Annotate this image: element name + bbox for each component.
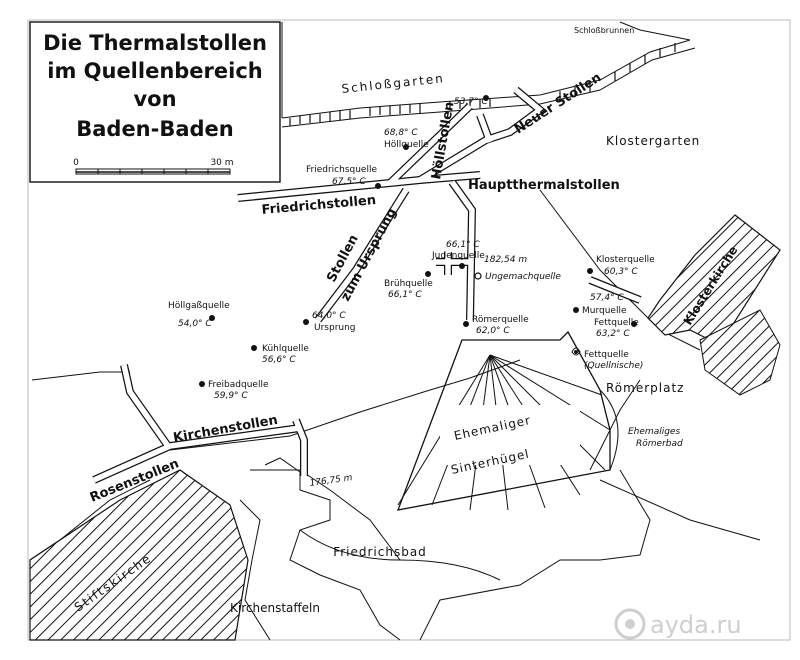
title-line-4: Baden-Baden <box>76 117 234 141</box>
title-line-1: Die Thermalstollen <box>43 31 267 55</box>
label-judenquelle: Judenquelle <box>431 251 485 261</box>
springs: 53,7° C 68,8° C Höllquelle Friedrichsque… <box>168 95 655 489</box>
label-hoellgassquelle: Höllgaßquelle <box>168 301 230 311</box>
label-kirchenstaffeln: Kirchenstaffeln <box>230 601 320 615</box>
label-fettquelle-nische: Fettquelle <box>584 350 629 360</box>
label-friedrichsquelle: Friedrichsquelle <box>306 165 377 175</box>
label-roemerbad-2: Römerbad <box>636 439 683 449</box>
temp-hoellgassquelle: 54,0° C <box>178 319 212 329</box>
label-ungemachquelle: Ungemachquelle <box>485 272 561 282</box>
temp-murquelle: 57,4° C <box>590 293 624 303</box>
title-box: Die Thermalstollen im Quellenbereich von… <box>29 21 281 183</box>
watermark: ayda.ru <box>614 608 742 640</box>
watermark-text: ayda.ru <box>650 611 742 639</box>
scale-bar: 0 30 m <box>73 158 234 175</box>
temp-neuer-stollen: 53,7° C <box>454 97 488 107</box>
klosterkirche-building: Klosterkirche <box>647 214 781 396</box>
label-neuer-stollen: Neuer Stollen <box>512 70 604 137</box>
label-hauptthermalstollen: Hauptthermalstollen <box>468 178 620 193</box>
scale-end: 30 m <box>210 158 233 168</box>
label-bruehquelle: Brühquelle <box>384 279 433 289</box>
label-kuehlquelle: Kühlquelle <box>262 344 309 354</box>
temp-fettquelle: 63,2° C <box>596 329 630 339</box>
label-friedrichsbad: Friedrichsbad <box>333 545 427 559</box>
label-murquelle: Murquelle <box>582 306 627 316</box>
temp-roemerquelle: 62,0° C <box>476 326 510 336</box>
stiftskirche-building: Stiftskirche <box>29 469 271 641</box>
temp-judenquelle: 66,1° C <box>446 240 480 250</box>
label-roemerbad-1: Ehemaliges <box>628 427 680 437</box>
scale-start: 0 <box>73 158 79 168</box>
label-schlossbrunnen: Schloßbrunnen <box>574 26 634 35</box>
map-frame <box>27 19 791 641</box>
title-line-2: im Quellenbereich <box>47 59 263 83</box>
title-line-3: von <box>133 87 176 111</box>
temp-bruehquelle: 66,1° C <box>388 290 422 300</box>
temp-kuehlquelle: 56,6° C <box>262 355 296 365</box>
label-roemerplatz: Römerplatz <box>606 381 684 395</box>
label-hoellquelle: Höllquelle <box>384 140 429 150</box>
schlossgarten-wall <box>281 21 696 128</box>
temp-klosterquelle: 60,3° C <box>604 267 638 277</box>
label-klosterquelle: Klosterquelle <box>596 255 655 265</box>
friedrichsbad-building: Friedrichsbad <box>264 457 651 641</box>
length-176: 176,75 m <box>309 473 353 489</box>
length-182: 182,54 m <box>484 255 527 265</box>
label-fettquelle: Fettquelle <box>594 318 639 328</box>
temp-friedrichsquelle: 67,5° C <box>332 177 366 187</box>
label-roemerquelle: Römerquelle <box>472 315 529 325</box>
label-ursprung: Ursprung <box>314 323 356 333</box>
label-klostergarten: Klostergarten <box>606 134 700 148</box>
label-freibadquelle: Freibadquelle <box>208 380 269 390</box>
temp-freibadquelle: 59,9° C <box>214 391 248 401</box>
tunnel-network <box>92 86 642 484</box>
temp-hoellquelle: 68,8° C <box>384 128 418 138</box>
label-schlossgarten: Schloßgarten <box>341 71 446 96</box>
label-quellnische: (Quellnische) <box>584 361 643 371</box>
temp-ursprung: 64,0° C <box>312 311 346 321</box>
